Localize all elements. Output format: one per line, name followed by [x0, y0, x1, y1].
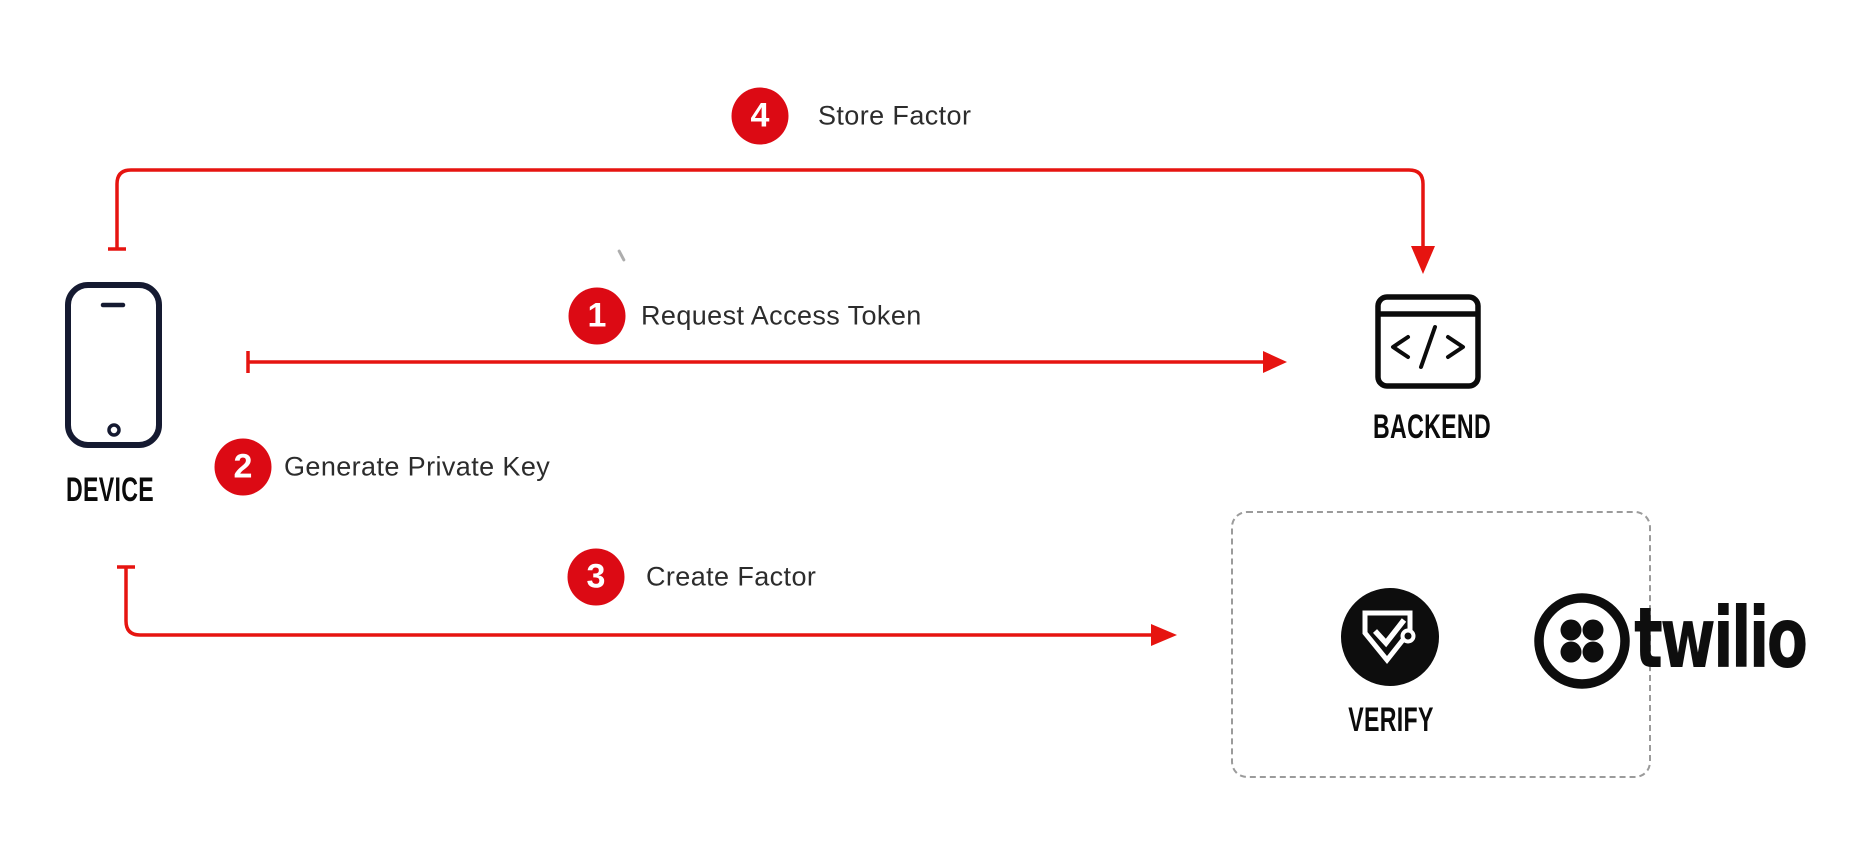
verify-label: VERIFY: [1348, 701, 1434, 739]
step-4-label: Store Factor: [818, 100, 972, 131]
smartphone-icon: [65, 282, 162, 448]
arrow-step-4: [108, 168, 1435, 274]
step-4-badge: 4: [731, 87, 789, 145]
step-3-badge: 3: [567, 548, 625, 606]
device-label: DEVICE: [65, 471, 155, 509]
twilio-wordmark: twilio: [1634, 589, 1808, 687]
code-window-icon: [1375, 294, 1481, 389]
backend-label: BACKEND: [1373, 408, 1491, 446]
step-3-label: Create Factor: [646, 561, 817, 592]
step-2-label: Generate Private Key: [284, 451, 551, 482]
arrow-step-3: [117, 565, 1177, 646]
twilio-logo-icon: [1534, 593, 1630, 689]
verify-shield-check-icon: [1341, 588, 1439, 686]
step-1-badge: 1: [568, 287, 626, 345]
step-1-label: Request Access Token: [641, 300, 922, 331]
step-2-badge: 2: [214, 438, 272, 496]
twilio-verify-box: [1231, 511, 1651, 778]
arrow-step-1: [246, 351, 1287, 373]
